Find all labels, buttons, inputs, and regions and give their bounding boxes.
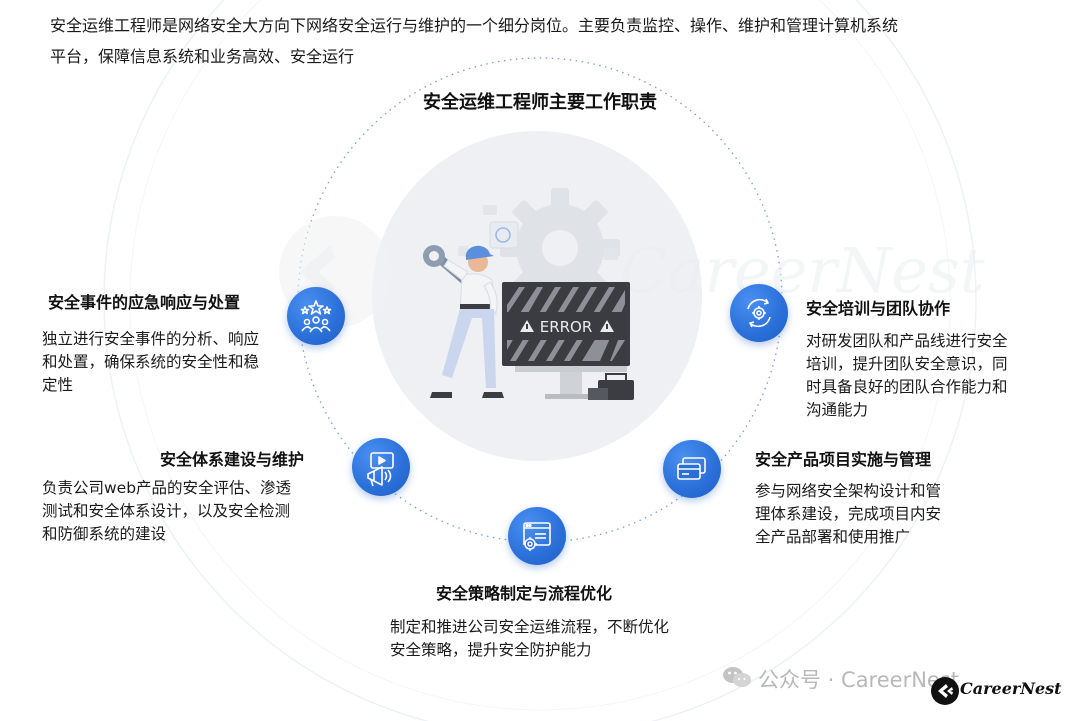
desc-line: 对研发团队和产品线进行安全 [806,332,1008,350]
desc-line: 定性 [42,376,74,394]
watermark-logo: CareerNest [279,216,985,328]
desc-line: 负责公司web产品的安全评估、渗透 [42,479,292,497]
node-desc-training-teamwork: 对研发团队和产品线进行安全 培训，提升团队安全意识，同 时具备良好的团队合作能力… [806,330,1056,422]
desc-line: 全产品部署和使用推广 [755,528,911,546]
watermark-text: CareerNest [620,234,985,307]
desc-line: 参与网络安全架构设计和管 [755,482,942,500]
credit-card-icon [663,440,721,498]
technician-figure [423,245,504,398]
wechat-label: 公众号 · CareerNest [758,668,960,692]
desc-line: 测试和安全体系设计，以及安全检测 [42,502,291,520]
error-monitor: ERROR [502,282,630,399]
brand-name: CareerNest [960,679,1062,698]
node-title-product-project: 安全产品项目实施与管理 [755,450,932,469]
node-desc-product-project: 参与网络安全架构设计和管 理体系建设，完成项目内安 全产品部署和使用推广 [755,480,995,549]
cycle-gear-icon [730,284,788,342]
intro-line-2: 平台，保障信息系统和业务高效、安全运行 [50,47,355,66]
node-desc-security-system: 负责公司web产品的安全评估、渗透 测试和安全体系设计，以及安全检测 和防御系统… [42,477,342,546]
desc-line: 和处置，确保系统的安全性和稳 [42,353,260,371]
desc-line: 理体系建设，完成项目内安 [755,505,942,523]
desc-line: 安全策略，提升安全防护能力 [390,641,592,659]
desc-line: 独立进行安全事件的分析、响应 [42,330,260,348]
desc-line: 和防御系统的建设 [42,525,167,543]
desc-line: 沟通能力 [806,401,869,419]
node-title-security-system: 安全体系建设与维护 [160,450,305,469]
node-title-training-teamwork: 安全培训与团队协作 [806,299,951,318]
brand-mark-icon [931,677,959,705]
intro-line-1: 安全运维工程师是网络安全大方向下网络安全运行与维护的一个细分岗位。主要负责监控、… [50,16,899,35]
wechat-watermark: 公众号 · CareerNest [722,664,959,694]
node-desc-policy-process: 制定和推进公司安全运维流程，不断优化 安全策略，提升安全防护能力 [390,616,730,662]
intro-paragraph: 安全运维工程师是网络安全大方向下网络安全运行与维护的一个细分岗位。主要负责监控、… [50,10,1040,72]
node-title-emergency-response: 安全事件的应急响应与处置 [48,293,241,312]
wechat-icon [722,665,752,694]
team-stars-icon [287,287,345,345]
brand-logo: CareerNest [930,674,1070,708]
desc-line: 制定和推进公司安全运维流程，不断优化 [390,618,670,636]
error-text: ERROR [540,318,593,336]
desc-line: 培训，提升团队安全意识，同 [806,355,1008,373]
toolbox [588,373,634,400]
node-title-policy-process: 安全策略制定与流程优化 [436,584,613,603]
browser-gear-icon [508,507,566,565]
desc-line: 时具备良好的团队合作能力和 [806,378,1008,396]
page-title: 安全运维工程师主要工作职责 [423,92,657,113]
presentation-megaphone-icon [352,438,410,496]
node-desc-emergency-response: 独立进行安全事件的分析、响应 和处置，确保系统的安全性和稳 定性 [42,328,312,397]
